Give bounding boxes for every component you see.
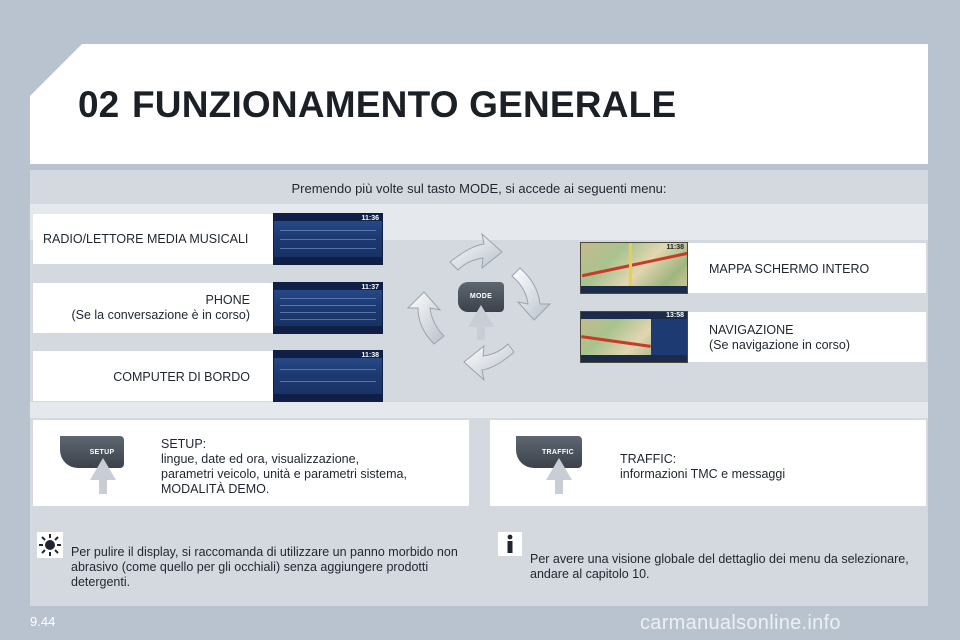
screen-clock: 11:38 — [361, 352, 379, 359]
setup-description: SETUP: lingue, date ed ora, visualizzazi… — [161, 437, 407, 497]
setup-line: MODALITÀ DEMO. — [161, 482, 270, 496]
menu-item-phone — [33, 283, 273, 333]
traffic-button-label: TRAFFIC — [541, 449, 575, 456]
watermark: carmanualsonline.info — [640, 612, 841, 634]
phone-label: PHONE — [205, 293, 250, 307]
screen-clock: 11:36 — [361, 215, 379, 222]
cycle-arrows-icon — [406, 232, 552, 382]
info-note — [490, 522, 926, 604]
press-arrow-stem — [555, 478, 563, 494]
navigation-label: NAVIGAZIONE — [709, 323, 794, 337]
press-arrow-icon — [90, 458, 116, 480]
menu-item-trip-computer — [33, 351, 273, 401]
menu-label-trip-computer: COMPUTER DI BORDO — [113, 370, 250, 384]
screen-clock: 13:58 — [666, 312, 684, 319]
menu-item-navigation — [688, 312, 926, 362]
setup-line: parametri veicolo, unità e parametri sis… — [161, 467, 407, 481]
menu-label-navigation: NAVIGAZIONE (Se navigazione in corso) — [709, 323, 850, 353]
screen-clock: 11:37 — [361, 284, 379, 291]
page-header — [30, 44, 928, 164]
setup-line: lingue, date ed ora, visualizzazione, — [161, 452, 360, 466]
press-arrow-stem — [477, 325, 485, 340]
menu-label-radio: RADIO/LETTORE MEDIA MUSICALI — [43, 232, 249, 246]
full-map-screen-thumbnail: 11:38 — [580, 242, 688, 294]
intro-text: Premendo più volte sul tasto MODE, si ac… — [291, 181, 667, 196]
radio-screen-thumbnail: 11:36 — [273, 213, 383, 265]
phone-screen-thumbnail: 11:37 — [273, 282, 383, 334]
navigation-screen-thumbnail: 13:58 — [580, 311, 688, 363]
cleaning-note-text: Per pulire il display, si raccomanda di … — [71, 545, 458, 589]
press-arrow-icon — [546, 458, 572, 480]
menu-item-full-map — [688, 243, 926, 293]
press-arrow-stem — [99, 478, 107, 494]
menu-label-full-map: MAPPA SCHERMO INTERO — [709, 262, 870, 276]
navigation-sublabel: (Se navigazione in corso) — [709, 338, 851, 352]
traffic-title: TRAFFIC: — [620, 452, 677, 466]
screen-clock: 11:38 — [666, 244, 684, 251]
mode-button-label: MODE — [469, 293, 493, 300]
menu-label-phone: PHONE (Se la conversazione è in corso) — [33, 293, 250, 323]
info-note-text: Per avere una visione globale del dettag… — [530, 552, 909, 581]
page-title: FUNZIONAMENTO GENERALE — [132, 84, 677, 125]
setup-title: SETUP: — [161, 437, 207, 451]
traffic-line: informazioni TMC e messaggi — [620, 467, 786, 481]
cleaning-note — [33, 522, 469, 604]
trip-computer-screen-thumbnail: 11:38 — [273, 350, 383, 402]
setup-button-label: SETUP — [89, 449, 115, 456]
info-icon — [498, 532, 522, 556]
panel-stripe — [30, 402, 928, 418]
sun-icon — [37, 532, 63, 558]
traffic-description: TRAFFIC: informazioni TMC e messaggi — [620, 452, 785, 482]
menu-item-radio — [33, 214, 273, 264]
page-number: 9.44 — [30, 614, 56, 629]
press-arrow-icon — [468, 305, 494, 327]
phone-sublabel: (Se la conversazione è in corso) — [71, 308, 250, 322]
chapter-number: 02 — [78, 84, 120, 125]
